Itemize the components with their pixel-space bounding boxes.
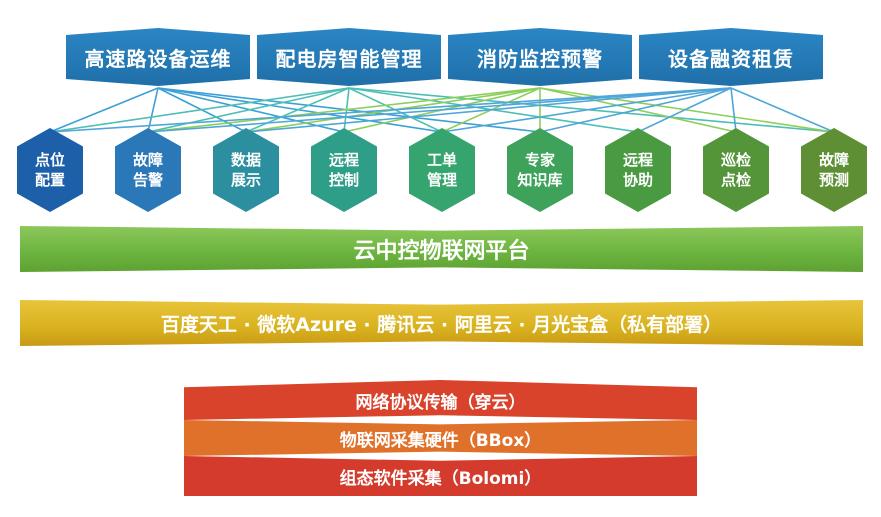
platform-band: 云中控物联网平台 [20,226,863,272]
connection-line [147,87,541,133]
connection-line [637,87,732,133]
function-line2: 点检 [720,171,751,189]
layer-iot-hardware: 物联网采集硬件（BBox） [184,420,697,456]
connection-line [49,87,732,133]
app-fire-monitoring: 消防监控预警 [448,28,632,86]
function-remote-control: 远程控制 [311,128,377,212]
connection-line [147,87,350,133]
connection-line [49,87,159,133]
function-line2: 知识库 [517,171,563,189]
app-power-room: 配电房智能管理 [257,28,441,86]
function-line1: 点位 [34,151,65,169]
function-line2: 预测 [818,171,849,189]
function-line1: 故障 [818,151,849,169]
layer-network-protocol: 网络协议传输（穿云） [184,380,697,420]
connection-line [730,87,835,133]
function-point-config: 点位配置 [17,128,83,212]
connection-line [539,87,835,133]
cloud-providers-band: 百度天工 · 微软Azure · 腾讯云 · 阿里云 · 月光宝盒（私有部署） [20,300,863,346]
cloud-providers-label: 百度天工 · 微软Azure · 腾讯云 · 阿里云 · 月光宝盒（私有部署） [160,313,723,336]
function-expert-knowledge: 专家知识库 [507,128,573,212]
connection-line [730,87,737,133]
function-line1: 数据 [230,151,261,169]
layer-scada-software: 组态软件采集（Bolomi） [184,456,697,496]
app-label: 消防监控预警 [477,46,603,71]
function-work-order: 工单管理 [409,128,475,212]
function-line2: 配置 [34,171,65,189]
connection-line [245,87,350,133]
app-label: 设备融资租赁 [668,46,794,71]
function-line2: 管理 [426,171,457,189]
connection-line [147,87,732,133]
function-line1: 工单 [426,151,457,169]
function-remote-assist: 远程协助 [605,128,671,212]
layer-label: 网络协议传输（穿云） [355,392,526,413]
connection-line [49,87,350,133]
connection-line [147,87,159,133]
app-highway-maintenance: 高速路设备运维 [66,28,250,86]
function-data-display: 数据展示 [213,128,279,212]
function-line2: 展示 [230,171,261,189]
function-line2: 告警 [132,171,163,189]
platform-label: 云中控物联网平台 [353,239,530,264]
function-line1: 专家 [524,151,555,169]
app-equipment-leasing: 设备融资租赁 [639,28,823,86]
connection-line [245,87,732,133]
function-inspection: 巡检点检 [703,128,769,212]
layer-label: 组态软件采集（Bolomi） [339,468,542,489]
function-fault-alarm: 故障告警 [115,128,181,212]
function-line1: 远程 [328,151,359,169]
function-line1: 故障 [132,151,163,169]
function-line2: 协助 [622,171,653,189]
layer-label: 物联网采集硬件（BBox） [339,430,542,451]
connection-line [441,87,732,133]
app-label: 配电房智能管理 [275,46,423,71]
function-fault-prediction: 故障预测 [801,128,867,212]
app-label: 高速路设备运维 [84,46,232,71]
function-line2: 控制 [328,171,359,189]
function-line1: 巡检 [720,151,751,169]
connection-line [157,87,443,133]
function-line1: 远程 [622,151,653,169]
connection-line [539,87,732,133]
